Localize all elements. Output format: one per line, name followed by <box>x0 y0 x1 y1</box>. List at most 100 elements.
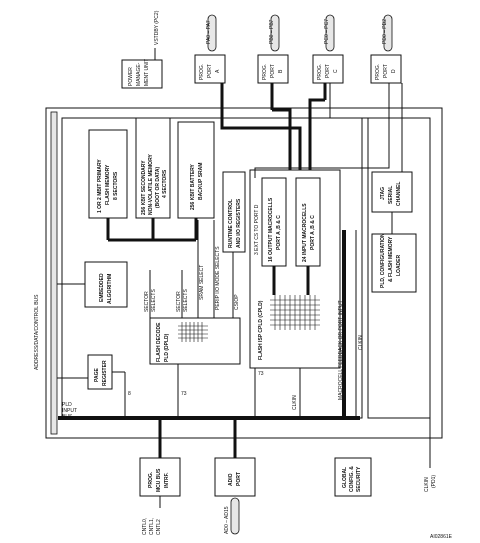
port-b-l2: PORT <box>270 64 276 78</box>
pa-pins <box>207 14 217 52</box>
chip-boundary <box>45 107 443 439</box>
mcu-pin-3: CNTL2 <box>156 519 162 535</box>
pld-input-l2: INPUT <box>62 408 77 414</box>
output-macrocells <box>261 177 287 267</box>
port-b-l3: B <box>278 69 284 73</box>
port-ab-route <box>220 118 302 170</box>
embedded-l2: ALGORITHM <box>107 274 113 304</box>
port-d-l3: D <box>391 69 397 73</box>
clkin-label-1: CLKIN <box>358 335 364 350</box>
secondary-l3: (BOOT OR DATA) <box>155 166 161 208</box>
runtime-l2: AND I/O REGISTERS <box>236 198 242 248</box>
pld-config-loader <box>371 233 417 293</box>
primary-flash-l2: FLASH MEMORY <box>105 164 111 205</box>
port-d-l2: PORT <box>383 64 389 78</box>
pb-range: PB0 – PB7 <box>269 19 275 44</box>
csiop: CSIOP <box>234 294 240 310</box>
mcu-bus-l3: INTRF. <box>164 472 170 488</box>
pd-pins <box>383 14 393 52</box>
mcu-bus-l2: MCU BUS <box>156 468 162 492</box>
port-c <box>312 54 344 84</box>
flash-decode-pld <box>149 317 241 365</box>
adio-l2: PORT <box>236 472 242 486</box>
output-mc-l1: 16 OUTPUT MACROCELLS <box>268 197 274 262</box>
power-management-unit <box>121 59 163 89</box>
port-b-l1: PROG. <box>262 64 268 80</box>
loader-l2: & FLASH MEMORY <box>388 236 394 282</box>
port-c-thin-route <box>329 83 389 119</box>
runtime-control-registers <box>222 171 246 253</box>
pld-input-l3: BUS <box>62 414 73 420</box>
jtag-l2: SERIAL <box>388 186 394 204</box>
pd-range: PD0 – PD2 <box>382 19 388 44</box>
secondary-l1: 256 KBIT SECONDARY <box>141 160 147 215</box>
sram-select: SRAM SELECT <box>199 265 205 300</box>
battery-backup-sram <box>177 121 215 219</box>
global-l2: CONFIG. & <box>349 466 355 492</box>
power-line-2: MANAGE- <box>136 62 142 86</box>
runtime-l1: RUNTIME CONTROL <box>228 199 234 248</box>
address-bus <box>50 111 58 435</box>
secondary-l4: 4 SECTORS <box>162 169 168 198</box>
clkin-pin-1: CLKIN <box>424 477 430 492</box>
ext-cs: 3 EXT CS TO PORT D <box>254 204 260 255</box>
jtag-serial-channel <box>371 171 413 213</box>
port-a-l2: PORT <box>207 64 213 78</box>
dpld-array-icon <box>178 322 208 342</box>
mcu-bus-interface <box>139 457 181 497</box>
pb-pins <box>270 14 280 52</box>
pc-pins <box>325 14 335 52</box>
global-config-security <box>334 457 372 497</box>
flash-decode-l2: PLD (DPLD) <box>164 333 170 362</box>
clkin-label-2: CLKIN <box>292 395 298 410</box>
flash-decode-l1: FLASH DECODE <box>156 322 162 362</box>
label-73b: 73 <box>258 371 264 377</box>
port-d <box>370 54 402 84</box>
sector-selects-2a: SECTOR <box>176 291 182 312</box>
jtag-l3: CHANNEL <box>396 182 402 206</box>
port-c-route <box>308 98 325 170</box>
ext-cs-line <box>254 120 390 178</box>
embedded-l1: EMBEDDED <box>99 273 105 302</box>
global-l3: SECURITY <box>356 466 362 492</box>
perip-selects: PERIP I/O MODE SELECTS <box>215 246 221 310</box>
input-mc-l2: PORT A ,B & C <box>310 215 316 250</box>
mcu-bus-l1: PROG. <box>148 471 154 488</box>
page-register-l2: REGISTER <box>102 360 108 386</box>
label-8: 8 <box>128 391 131 397</box>
port-b-route <box>272 108 292 170</box>
loader-l3: LOADER <box>396 255 402 277</box>
port-c-l1: PROG. <box>317 64 323 80</box>
sector-selects-1a: SECTOR <box>144 291 150 312</box>
pld-input-l1: PLD <box>62 402 72 408</box>
macrocell-feedback-label: MACROCELL FEEDBACK OR PORT INPUT <box>338 300 344 400</box>
pa-range: PA0 – PA7 <box>206 20 212 44</box>
loader-l1: PLD, CONFIGURATION <box>380 233 386 288</box>
power-line-1: POWER <box>128 67 134 86</box>
embedded-algorithm <box>84 261 128 308</box>
port-a-l1: PROG. <box>199 64 205 80</box>
mcu-pin-2: CNTL1, <box>149 518 155 535</box>
vstdby-pin: VSTDBY (PC2) <box>154 10 160 45</box>
right-boundary <box>367 117 431 419</box>
cpld-region <box>249 169 341 369</box>
secondary-l2: NON-VOLATILE MEMORY <box>148 154 154 215</box>
sram-l2: BACKUP SRAM <box>198 163 204 200</box>
port-a-l3: A <box>215 69 221 73</box>
page-register <box>87 354 113 390</box>
primary-flash-l3: 8 SECTORS <box>113 171 119 200</box>
clkin-pin-2: (PD1) <box>431 475 437 488</box>
primary-flash-memory <box>88 129 128 219</box>
page-register-l1: PAGE <box>94 368 100 382</box>
port-c-l2: PORT <box>325 64 331 78</box>
sector-selects-2b: SELECTS <box>183 289 189 312</box>
secondary-memory <box>135 117 171 219</box>
port-c-l3: C <box>333 69 339 73</box>
input-mc-l1: 24 INPUT MACROCELLS <box>302 203 308 262</box>
cpld-label: FLASH ISP CPLD (CPLD) <box>258 300 264 360</box>
primary-flash-l1: 1 OR 2 MBIT PRIMARY <box>97 159 103 213</box>
mcu-pin-1: CNTL0, <box>142 518 148 535</box>
address-bus-label: ADDRESS/DATA/CONTROL BUS <box>34 294 40 370</box>
port-a <box>194 54 226 84</box>
